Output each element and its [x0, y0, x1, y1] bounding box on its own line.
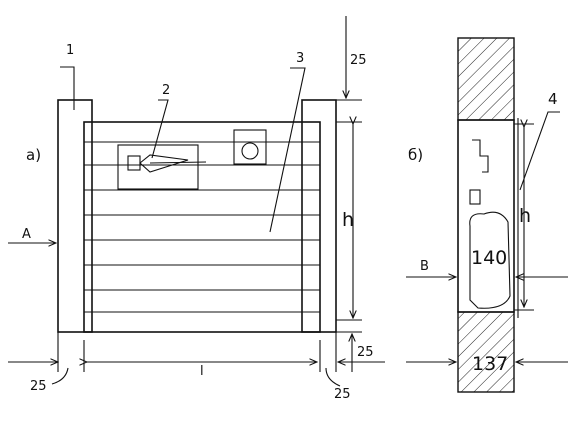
callout-2: 2: [162, 83, 170, 98]
dim-25-bottom-right: 25: [334, 387, 351, 402]
dim-l: l: [200, 364, 204, 379]
dim-25-right: 25: [357, 345, 374, 360]
left-post: [57, 99, 93, 333]
opening-3: [233, 129, 267, 165]
callout-1: 1: [66, 43, 74, 58]
panel-section: [457, 119, 515, 313]
leader-1: [60, 66, 75, 110]
wall-panel: [83, 121, 321, 333]
part-a-label: a): [26, 146, 41, 164]
opening-2-box: [127, 155, 141, 171]
right-post: [301, 99, 337, 333]
dim-h-right: h: [519, 205, 531, 227]
panel-profile: [469, 211, 511, 309]
lower-wall-section: [457, 311, 515, 393]
leader-4: [519, 111, 560, 191]
opening-2: [117, 144, 199, 190]
dim-140: 140: [471, 247, 507, 269]
opening-3-circle: [241, 142, 259, 160]
leader-2: [151, 99, 169, 159]
part-a-drawing: [8, 16, 385, 387]
upper-wall-section: [457, 37, 515, 121]
leader-3: [269, 67, 306, 233]
opening-2-symbol: [139, 154, 189, 173]
arrow-b-label: B: [420, 259, 429, 274]
dim-137: 137: [472, 353, 508, 375]
dim-h-left: h: [342, 209, 354, 231]
callout-4: 4: [548, 90, 558, 108]
part-b-label: б): [408, 146, 423, 164]
part-b-drawing: [406, 37, 568, 393]
joint-detail: [472, 139, 489, 173]
dim-25-top: 25: [350, 53, 367, 68]
panel-courses: [84, 141, 320, 313]
callout-3: 3: [296, 51, 304, 66]
arrow-a-label: A: [22, 227, 31, 242]
dim-25-bottom-left: 25: [30, 379, 47, 394]
